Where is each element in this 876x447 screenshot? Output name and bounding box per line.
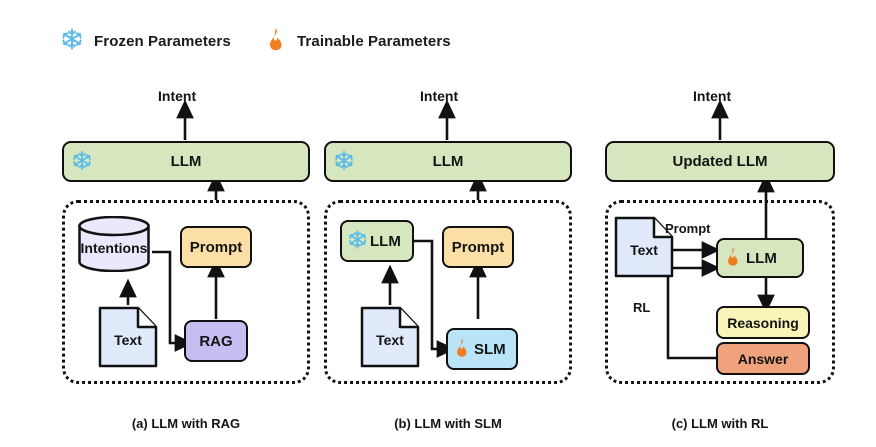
top-model-b[interactable]: LLM <box>324 141 572 182</box>
inner-llm-node-b[interactable]: LLM <box>340 220 414 262</box>
output-label-b: Intent <box>420 88 459 104</box>
answer-label: Answer <box>737 350 789 367</box>
top-model-a[interactable]: LLM <box>62 141 310 182</box>
snowflake-icon <box>347 229 368 253</box>
inner-llm-node-c[interactable]: LLM <box>716 238 804 278</box>
text-document-b[interactable]: Text <box>360 306 420 368</box>
intentions-store[interactable]: Intentions <box>76 215 152 273</box>
top-model-label-a: LLM <box>170 153 202 170</box>
module-group-b <box>324 200 572 384</box>
text-document-label-b: Text <box>376 332 404 348</box>
answer-node[interactable]: Answer <box>716 342 810 375</box>
snowflake-icon <box>60 27 84 56</box>
prompt-node-b[interactable]: Prompt <box>442 226 514 268</box>
panel-caption-c: (c) LLM with RL <box>671 416 769 431</box>
prompt-node-a[interactable]: Prompt <box>180 226 252 268</box>
flame-icon <box>724 246 742 270</box>
flame-icon <box>265 27 287 56</box>
slm-label: SLM <box>474 340 506 358</box>
snowflake-icon <box>71 149 93 174</box>
legend-item-trainable: Trainable Parameters <box>265 27 451 56</box>
output-label-a: Intent <box>158 88 197 104</box>
panel-caption-a: (a) LLM with RAG <box>131 416 241 431</box>
rag-node[interactable]: RAG <box>184 320 248 362</box>
text-document-label-c: Text <box>630 242 658 258</box>
top-model-label-b: LLM <box>432 153 464 170</box>
legend-label-trainable: Trainable Parameters <box>297 33 451 50</box>
reasoning-label: Reasoning <box>727 314 799 331</box>
top-model-c[interactable]: Updated LLM <box>605 141 835 182</box>
prompt-label-a: Prompt <box>189 238 243 256</box>
text-document-label-a: Text <box>114 332 142 348</box>
prompt-label-b: Prompt <box>451 238 505 256</box>
rl-edge-label: RL <box>633 300 651 315</box>
legend-item-frozen: Frozen Parameters <box>60 27 231 56</box>
intentions-label: Intentions <box>80 240 148 256</box>
rag-label: RAG <box>199 332 233 350</box>
module-group-a <box>62 200 310 384</box>
output-label-c: Intent <box>693 88 732 104</box>
text-document-c[interactable]: Text <box>614 216 674 278</box>
module-group-c <box>605 200 835 384</box>
panel-caption-b: (b) LLM with SLM <box>394 416 502 431</box>
snowflake-icon <box>333 149 355 174</box>
legend-label-frozen: Frozen Parameters <box>94 33 231 50</box>
flame-icon <box>453 337 471 361</box>
prompt-edge-label: Prompt <box>665 221 711 236</box>
slm-node[interactable]: SLM <box>446 328 518 370</box>
text-document-a[interactable]: Text <box>98 306 158 368</box>
inner-llm-label-c: LLM <box>746 249 777 267</box>
inner-llm-label-b: LLM <box>370 232 401 250</box>
reasoning-node[interactable]: Reasoning <box>716 306 810 339</box>
top-model-label-c: Updated LLM <box>672 153 768 170</box>
